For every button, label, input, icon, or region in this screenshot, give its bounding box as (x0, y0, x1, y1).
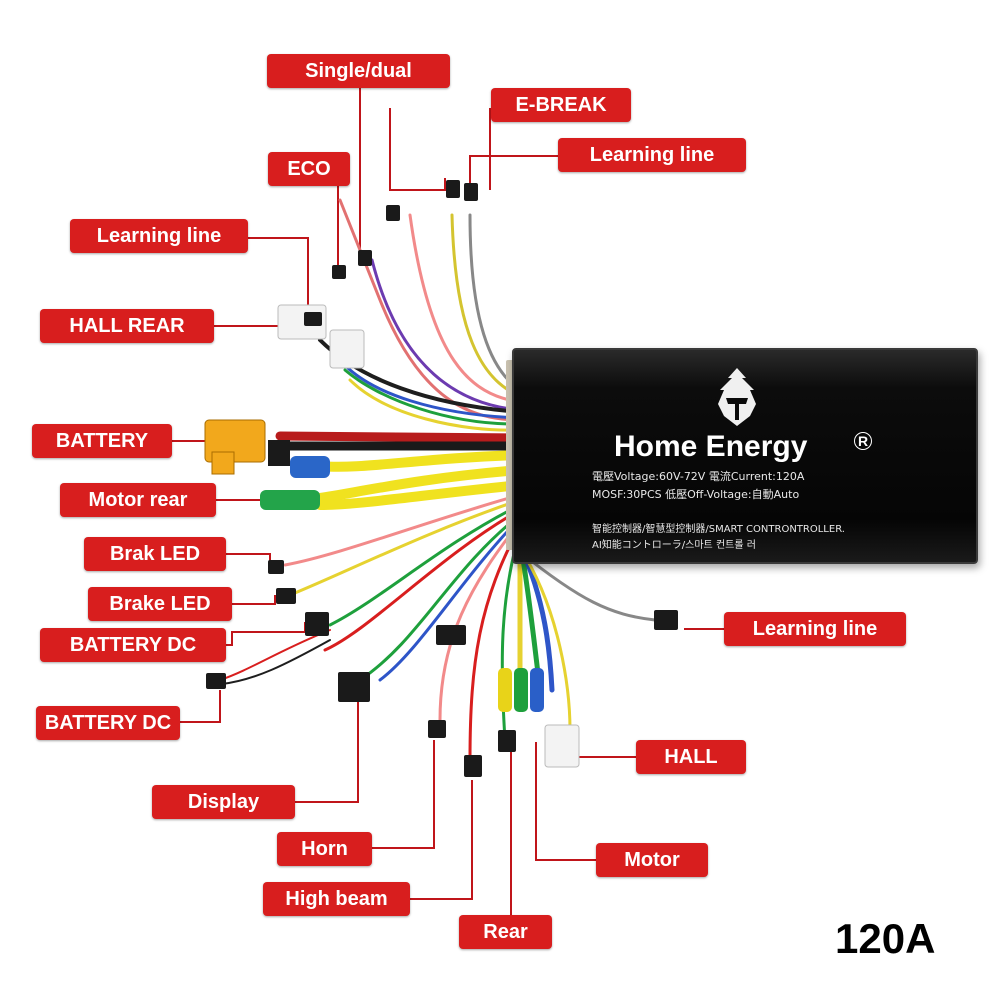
label-battery-dc-2: BATTERY DC (36, 706, 180, 740)
spec-smart-controller: 智能控制器/智慧型控制器/SMART CONTRONTROLLER. (592, 524, 845, 535)
label-high-beam: High beam (263, 882, 410, 916)
label-learning-line-top: Learning line (558, 138, 746, 172)
current-rating: 120A (835, 915, 936, 962)
spec-voltage-current: 電壓Voltage:60V-72V 電流Current:120A (592, 470, 805, 483)
label-learning-line-left: Learning line (70, 219, 248, 253)
label-single-dual: Single/dual (267, 54, 450, 88)
controller-box: Home Energy R 電壓Voltage:60V-72V 電流Curren… (512, 348, 978, 564)
label-motor-rear: Motor rear (60, 483, 216, 517)
label-battery: BATTERY (32, 424, 172, 458)
label-hall-rear: HALL REAR (40, 309, 214, 343)
registered-mark: R (854, 432, 872, 450)
label-hall: HALL (636, 740, 746, 774)
leader-lines (172, 88, 724, 915)
label-rear: Rear (459, 915, 552, 949)
label-brak-led: Brak LED (84, 537, 226, 571)
spec-mosfet-offvoltage: MOSF:30PCS 低壓Off-Voltage:自動Auto (592, 488, 800, 501)
label-brake-led: Brake LED (88, 587, 232, 621)
spec-ai-controller: AI知能コントローラ/스마트 컨트롤 러 (592, 540, 756, 551)
label-battery-dc-1: BATTERY DC (40, 628, 226, 662)
label-e-break: E-BREAK (491, 88, 631, 122)
label-horn: Horn (277, 832, 372, 866)
brand-name: Home Energy (614, 430, 808, 463)
label-motor: Motor (596, 843, 708, 877)
label-eco: ECO (268, 152, 350, 186)
knight-helmet-icon (718, 368, 756, 426)
label-learning-line-right: Learning line (724, 612, 906, 646)
label-display: Display (152, 785, 295, 819)
